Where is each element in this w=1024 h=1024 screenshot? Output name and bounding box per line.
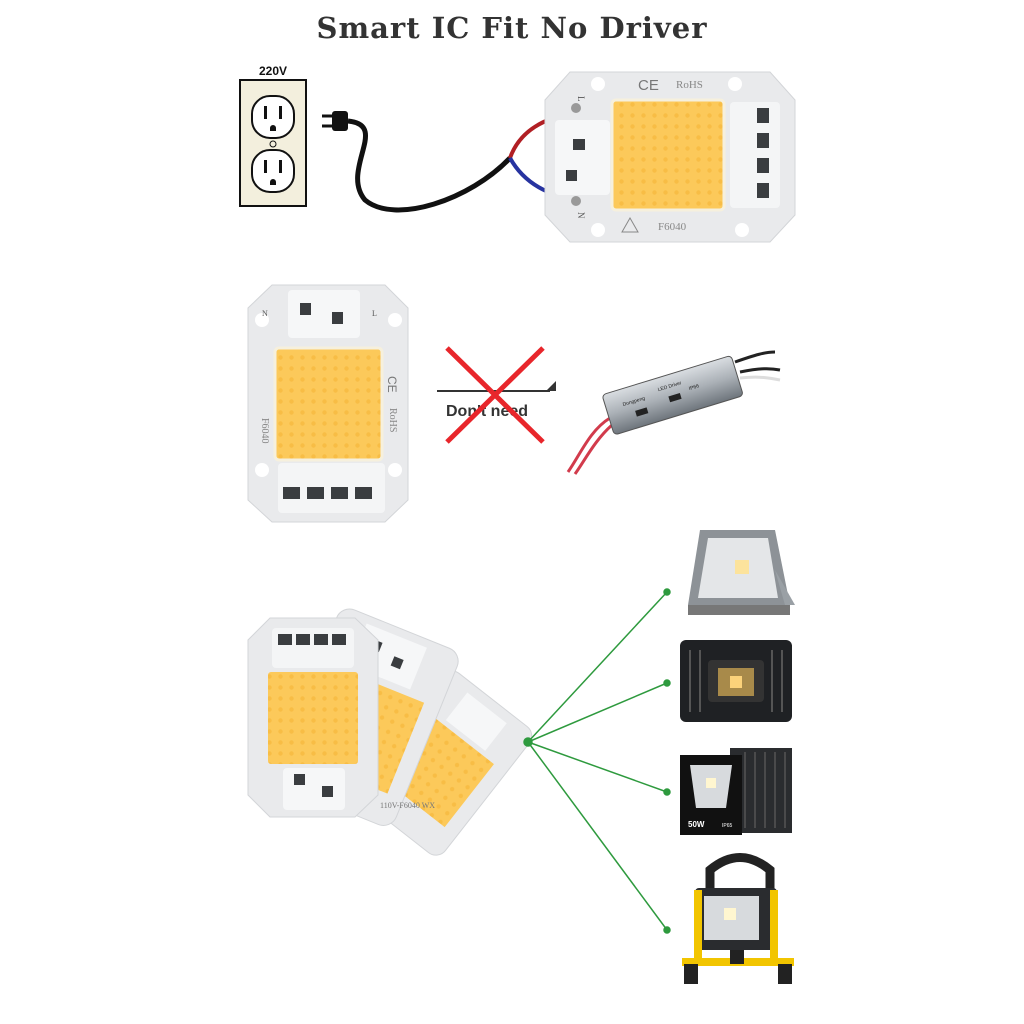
- pin-l-label-2: L: [372, 309, 377, 318]
- ce-mark-2: CE: [385, 376, 399, 393]
- model-label-2: F6040: [259, 418, 270, 444]
- cob-led-chip-group: 110V-F6040 WX: [247, 608, 533, 856]
- pin-n-label: N: [576, 212, 586, 219]
- voltage-label: 220V: [259, 64, 287, 78]
- driver-rating: IP66: [688, 383, 700, 392]
- ce-mark: CE: [638, 77, 659, 94]
- lamp-power-label: 50W: [688, 820, 705, 829]
- page-title: Smart IC Fit No Driver: [317, 11, 708, 45]
- rohs-mark-2: RoHS: [387, 408, 398, 432]
- lamp-portable-work-light: [682, 853, 794, 984]
- lamp-ip-label: IP65: [722, 823, 733, 829]
- lamp-floodlight-silver: [688, 530, 795, 615]
- lamp-floodlight-black: 50W IP65: [680, 748, 792, 835]
- model-label: F6040: [658, 221, 687, 233]
- led-driver: Dongpeng LED Driver IP66: [566, 350, 781, 475]
- cross-icon: [445, 346, 545, 444]
- cob-led-chip-horizontal: L N CE RoHS F6040: [544, 71, 796, 243]
- cob-led-chip-vertical: F6040 CE RoHS N L: [247, 284, 409, 523]
- rohs-mark: RoHS: [676, 79, 703, 91]
- pin-l-label: L: [576, 96, 586, 102]
- lamp-floodlight-black-finned: [680, 640, 792, 722]
- dont-need-driver-sign: Don't need: [437, 346, 556, 444]
- chip-bottom-print: 110V-F6040 WX: [380, 801, 435, 810]
- wall-outlet: 220V: [239, 64, 307, 207]
- pin-n-label-2: N: [262, 309, 268, 318]
- connector-lines: [523, 588, 671, 934]
- power-cable: [322, 110, 576, 213]
